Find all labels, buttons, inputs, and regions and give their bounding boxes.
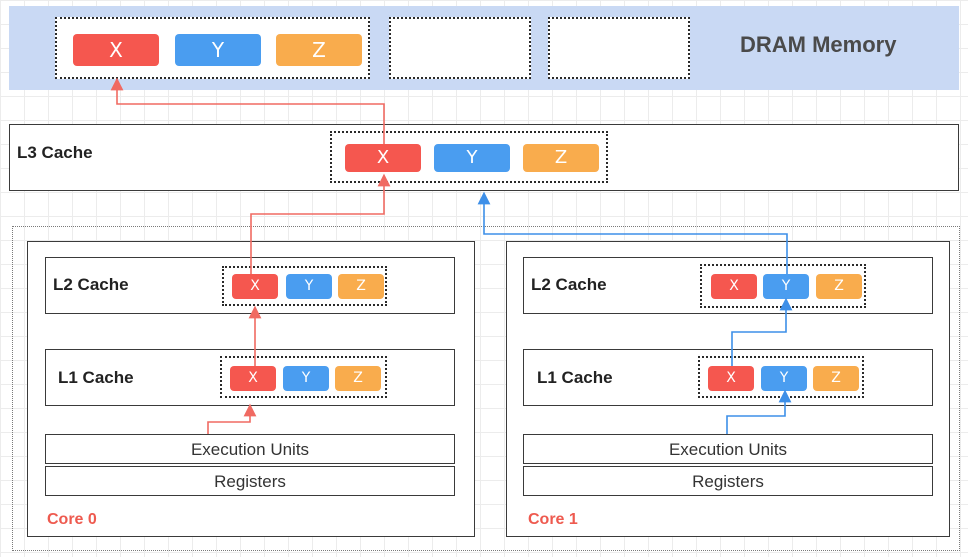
core-1-l1-label: L1 Cache <box>537 368 613 387</box>
core-0-label: Core 0 <box>47 511 97 528</box>
cores-region <box>12 226 960 551</box>
core-0-l1-label: L1 Cache <box>58 368 134 387</box>
core-0-l1-z-block: Z <box>335 366 381 391</box>
l3-to-dram-arrow <box>110 77 385 144</box>
core-1-l2-label: L2 Cache <box>531 275 607 294</box>
core-0-l2-to-l3-arrow <box>250 173 391 274</box>
core-0-exec-to-l1-arrow <box>207 403 257 434</box>
core-1-l2-z-block: Z <box>816 274 862 299</box>
l3-x-block: X <box>345 144 421 172</box>
dram-empty-slot <box>548 17 690 79</box>
l3-z-block: Z <box>523 144 599 172</box>
core-1-execution-units: Execution Units <box>523 434 933 464</box>
dram-title: DRAM Memory <box>740 32 897 57</box>
core-1-exec-to-l1-arrow <box>726 389 792 434</box>
core-0-execution-units: Execution Units <box>45 434 455 464</box>
l3-y-block: Y <box>434 144 510 172</box>
dram-y-block: Y <box>175 34 261 66</box>
dram-z-block: Z <box>276 34 362 66</box>
core-0-l2-label: L2 Cache <box>53 275 129 294</box>
l3-cache-label: L3 Cache <box>17 143 93 162</box>
core-1-l1-x-block: X <box>708 366 754 391</box>
core-1-label: Core 1 <box>528 511 578 528</box>
core-1-l2-x-block: X <box>711 274 757 299</box>
core-0-registers: Registers <box>45 466 455 496</box>
dram-x-block: X <box>73 34 159 66</box>
core-1-l1-z-block: Z <box>813 366 859 391</box>
dram-empty-slot <box>389 17 531 79</box>
core-1-l1-to-l2-arrow <box>731 297 793 366</box>
core-0-l1-x-block: X <box>230 366 276 391</box>
core-1-l1-y-block: Y <box>761 366 807 391</box>
core-0-l2-x-block: X <box>232 274 278 299</box>
core-0-l1-y-block: Y <box>283 366 329 391</box>
core-0-l2-y-block: Y <box>286 274 332 299</box>
core-1-registers: Registers <box>523 466 933 496</box>
core-1-l2-y-block: Y <box>763 274 809 299</box>
core-0-l2-z-block: Z <box>338 274 384 299</box>
core-1-l2-to-l3-arrow <box>477 191 788 274</box>
